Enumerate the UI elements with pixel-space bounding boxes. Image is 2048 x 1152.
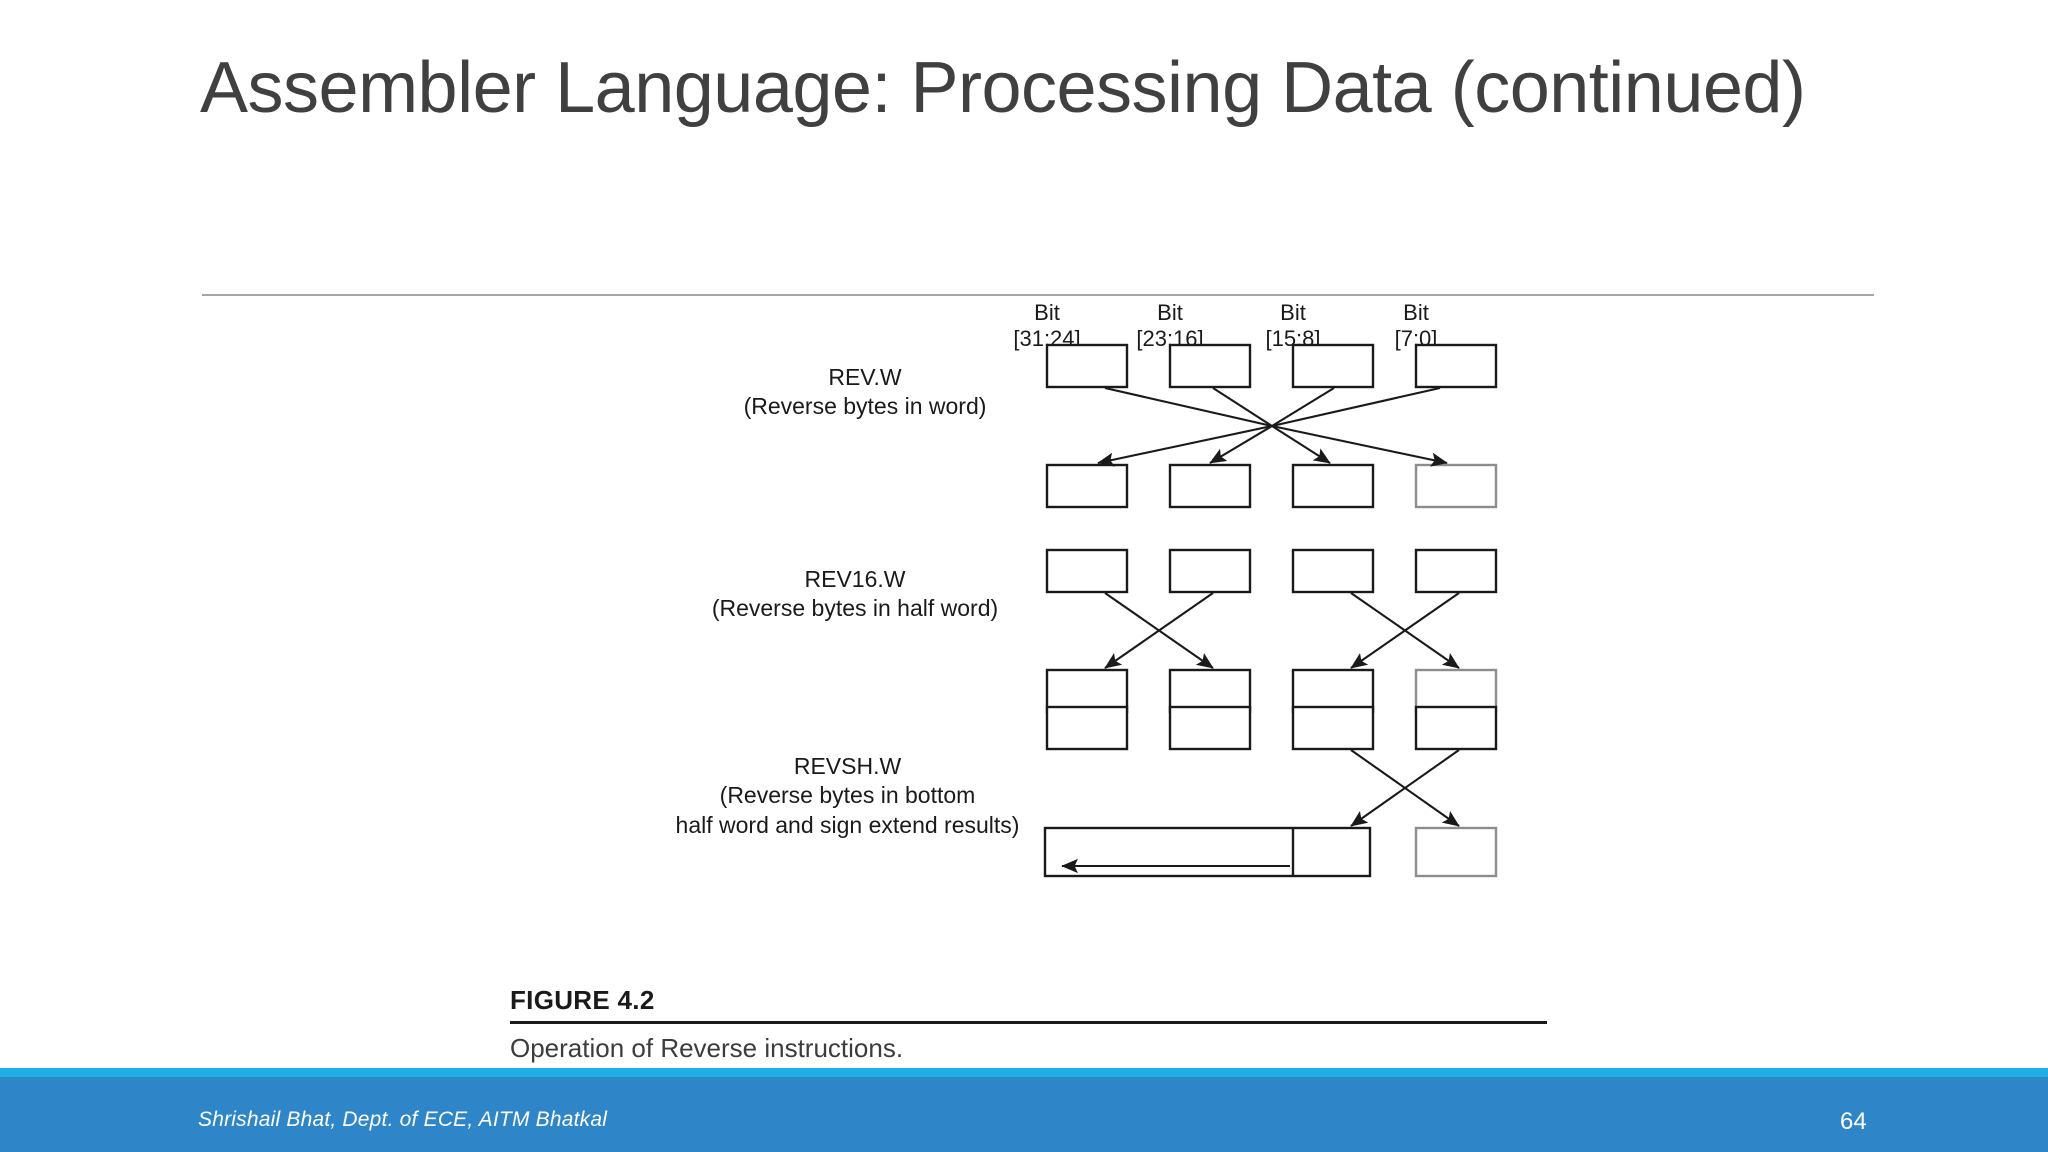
byte-box-dst-31-24: [1045, 463, 1129, 509]
row-description-line-1: (Reverse bytes in bottom: [719, 782, 976, 809]
row-mnemonic: REVSH.W: [793, 753, 902, 779]
row-label-rev16-w: REV16.W (Reverse bytes in half word): [670, 565, 1040, 624]
bit-header-label: Bit: [1157, 300, 1183, 325]
bit-header-label: Bit: [1280, 300, 1306, 325]
row-mnemonic: REV.W: [828, 364, 902, 390]
revsh-w-dest-boxes: [1043, 826, 1498, 878]
row-description-line-2: half word and sign extend results): [675, 811, 1020, 838]
footer-credit-text: Shrishail Bhat, Dept. of ECE, AITM Bhatk…: [198, 1108, 608, 1131]
byte-box-dst-7-0: [1414, 826, 1498, 878]
byte-box-src-23-16: [1168, 548, 1252, 594]
byte-box-dst-7-0: [1414, 463, 1498, 509]
rev16-w-dest-boxes: [1045, 668, 1498, 714]
sign-extend-box: [1043, 826, 1372, 878]
slide-footer: [0, 1068, 2048, 1152]
footer-band: [0, 1077, 2048, 1152]
arrow-b2-to-b3: [1104, 592, 1214, 669]
byte-box-src-31-24: [1045, 705, 1129, 751]
rev16-w-arrows: [1104, 592, 1460, 669]
title-divider: [202, 294, 1874, 296]
byte-box-src-31-24: [1045, 548, 1129, 594]
figure-caption-divider: [510, 1021, 1547, 1024]
bit-header-15-8: Bit [15:8]: [1233, 300, 1353, 352]
bit-header-label: Bit: [1034, 300, 1060, 325]
revsh-w-source-boxes: [1045, 705, 1498, 751]
rev-w-dest-boxes: [1045, 463, 1498, 509]
slide-number: 64: [1840, 1108, 1867, 1135]
revsh-w-arrows: [1350, 749, 1460, 827]
figure-caption-text: Operation of Reverse instructions.: [510, 1033, 904, 1063]
byte-box-dst-15-8: [1291, 463, 1375, 509]
byte-box-dst-23-16: [1168, 668, 1252, 714]
byte-box-src-15-8: [1291, 548, 1375, 594]
byte-box-src-7-0: [1414, 548, 1498, 594]
byte-box-src-23-16: [1168, 343, 1252, 389]
page-title: Assembler Language: Processing Data (con…: [200, 48, 1806, 128]
row-label-rev-w: REV.W (Reverse bytes in word): [690, 363, 1040, 422]
byte-box-dst-23-16: [1168, 463, 1252, 509]
arrow-b0-to-b1: [1350, 749, 1460, 827]
byte-box-src-31-24: [1045, 343, 1129, 389]
byte-box-dst-31-24: [1045, 668, 1129, 714]
rev16-w-source-boxes: [1045, 548, 1498, 594]
byte-box-dst-7-0: [1414, 668, 1498, 714]
byte-box-dst-15-8: [1291, 668, 1375, 714]
figure-reverse-instructions: Bit [31:24] Bit [23:16] Bit [15:8] Bit […: [0, 300, 2048, 1060]
row-description: (Reverse bytes in half word): [711, 595, 999, 622]
footer-accent-stripe: [0, 1068, 2048, 1077]
reverse-instruction-diagram: [1043, 343, 1498, 878]
figure-caption: FIGURE 4.2 Operation of Reverse instruct…: [510, 985, 1547, 1064]
byte-box-src-15-8: [1291, 343, 1375, 389]
byte-box-src-23-16: [1168, 705, 1252, 751]
rev-w-source-boxes: [1045, 343, 1498, 389]
byte-box-src-15-8: [1291, 705, 1375, 751]
bit-header-label: Bit: [1403, 300, 1429, 325]
figure-caption-title: FIGURE 4.2: [510, 985, 655, 1015]
row-mnemonic: REV16.W: [804, 566, 906, 592]
row-label-revsh-w: REVSH.W (Reverse bytes in bottom half wo…: [655, 752, 1040, 840]
arrow-b0-to-b3: [1097, 386, 1441, 467]
arrow-b0-to-b1: [1350, 592, 1460, 669]
row-description: (Reverse bytes in word): [743, 393, 987, 420]
rev-w-arrows: [1097, 386, 1448, 467]
byte-box-src-7-0: [1414, 705, 1498, 751]
byte-box-src-7-0: [1414, 343, 1498, 389]
